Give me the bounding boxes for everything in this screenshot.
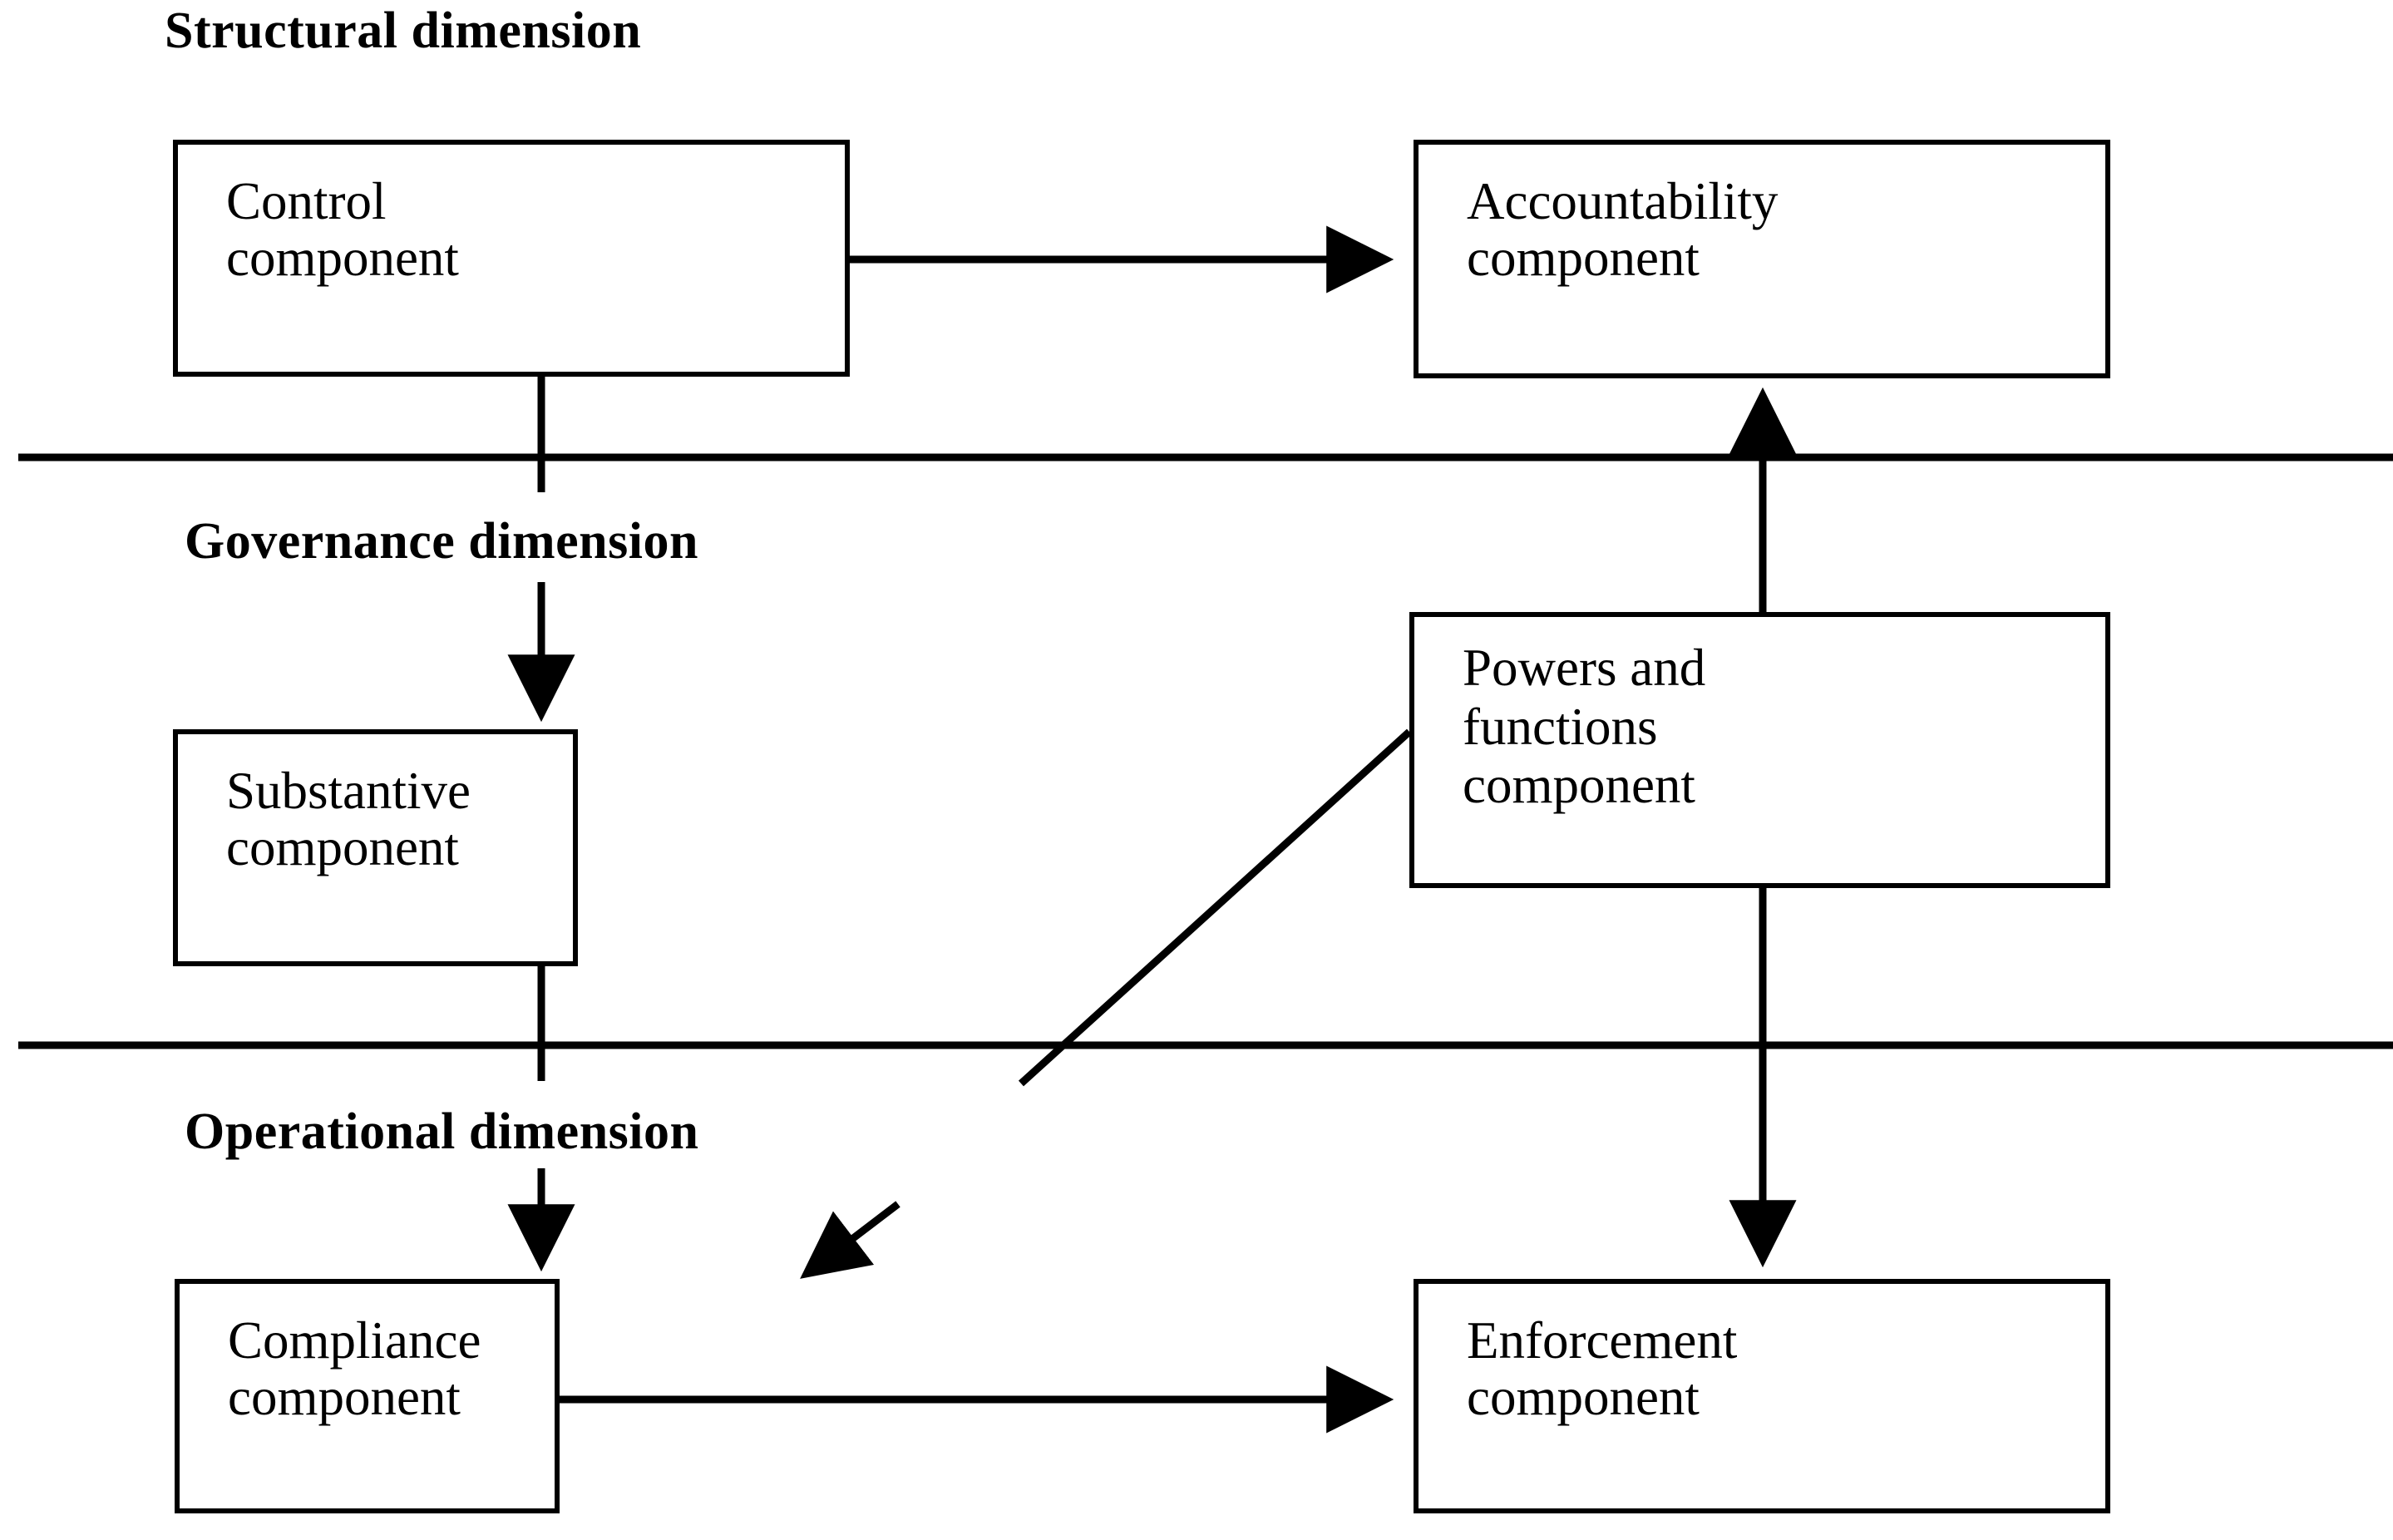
node-powers-and-functions-component-label: Powers and functions component bbox=[1463, 639, 1706, 815]
node-control-component-label: Control component bbox=[226, 172, 459, 288]
dimension-label-operational: Operational dimension bbox=[185, 1103, 699, 1160]
node-compliance-component[interactable]: Compliance component bbox=[175, 1279, 560, 1513]
dimension-label-structural: Structural dimension bbox=[165, 2, 642, 59]
edge-powers-to-compliance-arrow bbox=[800, 1201, 900, 1279]
node-accountability-component[interactable]: Accountability component bbox=[1414, 140, 2110, 378]
node-accountability-component-label: Accountability component bbox=[1467, 172, 1779, 288]
node-compliance-component-label: Compliance component bbox=[228, 1311, 481, 1427]
node-powers-and-functions-component[interactable]: Powers and functions component bbox=[1409, 612, 2110, 888]
node-substantive-component-label: Substantive component bbox=[226, 762, 471, 877]
node-control-component[interactable]: Control component bbox=[173, 140, 850, 377]
edge-powers-to-compliance-diagonal bbox=[1018, 728, 1413, 1087]
node-enforcement-component[interactable]: Enforcement component bbox=[1414, 1279, 2110, 1513]
dimension-label-governance: Governance dimension bbox=[185, 513, 698, 570]
node-substantive-component[interactable]: Substantive component bbox=[173, 729, 578, 966]
node-enforcement-component-label: Enforcement component bbox=[1467, 1311, 1738, 1427]
